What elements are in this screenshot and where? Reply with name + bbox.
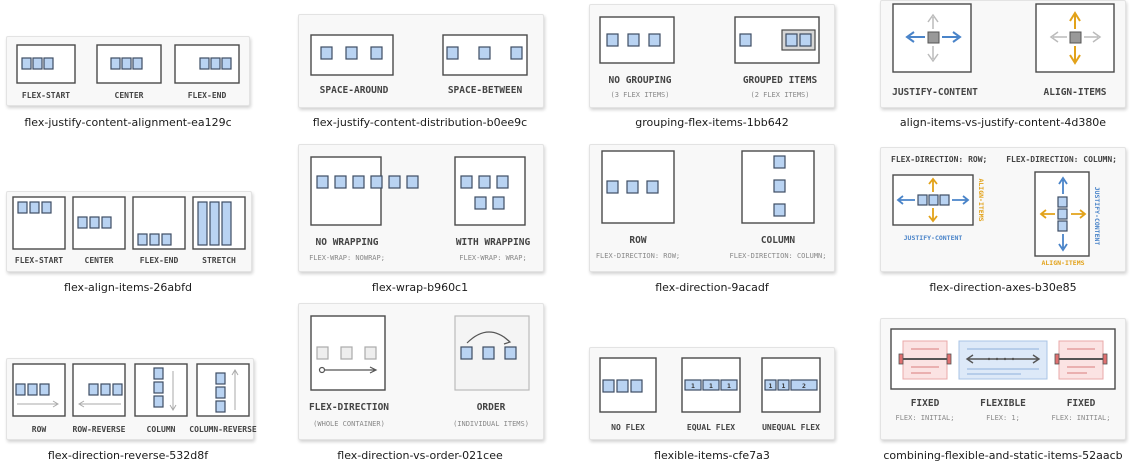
- thumbnail-image[interactable]: FLEX-START CENTER FLEX-END STRETCH: [6, 191, 252, 272]
- diagram: NO GROUPING GROUPED ITEMS (3 FLEX ITEMS)…: [599, 16, 820, 99]
- diagram: SPACE-AROUND SPACE-BETWEEN: [310, 34, 528, 96]
- label: ALIGN-ITEMS: [1044, 87, 1107, 98]
- label: NO FLEX: [611, 423, 645, 432]
- label: FLEX-DIRECTION: ROW;: [891, 155, 987, 164]
- label: EQUAL FLEX: [687, 423, 735, 432]
- thumbnail-caption: grouping-flex-items-1bb642: [635, 116, 789, 129]
- thumbnail-caption: flex-direction-axes-b30e85: [929, 281, 1077, 294]
- sublabel: (INDIVIDUAL ITEMS): [453, 420, 529, 428]
- thumbnail-caption: flex-wrap-b960c1: [371, 281, 469, 294]
- diagram: JUSTIFY-CONTENT ALIGN-ITEMS: [892, 3, 1115, 98]
- diagram: ROW COLUMN FLEX-DIRECTION: ROW; FLEX-DIR…: [596, 150, 827, 260]
- thumbnail-caption: flex-justify-content-distribution-b0ee9c: [312, 116, 528, 129]
- label: COLUMN-REVERSE: [189, 425, 257, 434]
- thumbnail-caption: flex-align-items-26abfd: [64, 281, 192, 294]
- diagram: FLEX-START CENTER FLEX-END: [16, 44, 240, 100]
- diagram: FIXED FLEXIBLE FIXED FLEX: INITIAL; FLEX…: [890, 328, 1116, 422]
- label: FLEX-START: [15, 256, 63, 265]
- sublabel: FLEX: 1;: [986, 414, 1020, 422]
- item-number: 1: [691, 382, 695, 390]
- thumbnail-image[interactable]: ROW ROW-REVERSE COLUMN COLUMN-REVERSE: [6, 358, 257, 440]
- label: JUSTIFY-CONTENT: [892, 87, 978, 98]
- axis-label: JUSTIFY-CONTENT: [904, 234, 963, 242]
- label: FIXED: [1067, 398, 1096, 409]
- thumbnail-image[interactable]: FLEX-START CENTER FLEX-END: [6, 36, 250, 106]
- axis-label: ALIGN-ITEMS: [1041, 259, 1084, 267]
- label: NO WRAPPING: [316, 237, 379, 248]
- thumbnail-image[interactable]: SPACE-AROUND SPACE-BETWEEN: [298, 14, 544, 108]
- label: CENTER: [115, 91, 144, 100]
- label: COLUMN: [147, 425, 176, 434]
- thumbnail-image[interactable]: NO WRAPPING WITH WRAPPING FLEX-WRAP: NOW…: [298, 144, 544, 272]
- label: ORDER: [477, 402, 506, 413]
- thumbnail-caption: flex-direction-9acadf: [655, 281, 769, 294]
- label: COLUMN: [761, 235, 796, 246]
- label: SPACE-AROUND: [320, 85, 389, 96]
- sublabel: (3 FLEX ITEMS): [610, 91, 669, 99]
- axis-label: JUSTIFY-CONTENT: [1093, 187, 1101, 246]
- sublabel: FLEX-WRAP: WRAP;: [459, 254, 526, 262]
- sublabel: FLEX-DIRECTION: ROW;: [596, 252, 680, 260]
- thumbnail-image[interactable]: 1 1 1 1 1 2 NO FLEX EQUAL FLEX UNEQUAL F…: [589, 347, 835, 440]
- thumbnail-caption: flex-justify-content-alignment-ea129c: [24, 116, 232, 129]
- thumbnail-caption: combining-flexible-and-static-items-52aa…: [883, 449, 1123, 462]
- diagram: FLEX-DIRECTION: ROW; FLEX-DIRECTION: COL…: [891, 155, 1117, 267]
- axis-label: ALIGN-ITEMS: [977, 178, 985, 221]
- item-number: 1: [769, 382, 773, 390]
- label: NO GROUPING: [609, 75, 672, 86]
- thumbnail-image[interactable]: ROW COLUMN FLEX-DIRECTION: ROW; FLEX-DIR…: [589, 144, 835, 272]
- diagram: 1 1 1 1 1 2 NO FLEX EQUAL FLEX UNEQUAL F…: [599, 357, 821, 432]
- label: ROW: [629, 235, 646, 246]
- item-number: 1: [727, 382, 731, 390]
- diagram: ROW ROW-REVERSE COLUMN COLUMN-REVERSE: [12, 363, 257, 434]
- item-number: 1: [782, 382, 786, 390]
- thumbnail-image[interactable]: FIXED FLEXIBLE FIXED FLEX: INITIAL; FLEX…: [880, 318, 1126, 440]
- sublabel: FLEX: INITIAL;: [1051, 414, 1110, 422]
- sublabel: (WHOLE CONTAINER): [313, 420, 385, 428]
- label: GROUPED ITEMS: [743, 75, 818, 86]
- label: FLEX-DIRECTION: COLUMN;: [1006, 155, 1117, 164]
- thumbnail-image[interactable]: FLEX-DIRECTION ORDER (WHOLE CONTAINER) (…: [298, 303, 544, 440]
- thumbnail-image[interactable]: NO GROUPING GROUPED ITEMS (3 FLEX ITEMS)…: [589, 4, 835, 108]
- diagram: FLEX-DIRECTION ORDER (WHOLE CONTAINER) (…: [309, 315, 530, 428]
- label: UNEQUAL FLEX: [762, 423, 820, 432]
- label: FLEX-DIRECTION: [309, 402, 389, 413]
- item-number: 2: [802, 382, 806, 390]
- thumbnail-caption: flex-direction-vs-order-021cee: [337, 449, 503, 462]
- label: WITH WRAPPING: [456, 237, 531, 248]
- label: ROW-REVERSE: [73, 425, 126, 434]
- label: FLEX-START: [22, 91, 70, 100]
- sublabel: FLEX: INITIAL;: [895, 414, 954, 422]
- sublabel: (2 FLEX ITEMS): [750, 91, 809, 99]
- sublabel: FLEX-DIRECTION: COLUMN;: [730, 252, 827, 260]
- diagram: FLEX-START CENTER FLEX-END STRETCH: [12, 196, 246, 265]
- label: FLEX-END: [140, 256, 179, 265]
- label: ROW: [32, 425, 47, 434]
- label: SPACE-BETWEEN: [448, 85, 523, 96]
- thumbnail-caption: align-items-vs-justify-content-4d380e: [899, 116, 1107, 129]
- thumbnail-image[interactable]: FLEX-DIRECTION: ROW; FLEX-DIRECTION: COL…: [880, 147, 1126, 272]
- label: FLEXIBLE: [980, 398, 1026, 409]
- sublabel: FLEX-WRAP: NOWRAP;: [309, 254, 385, 262]
- label: STRETCH: [202, 256, 236, 265]
- item-number: 1: [709, 382, 713, 390]
- label: CENTER: [85, 256, 114, 265]
- thumbnail-caption: flexible-items-cfe7a3: [654, 449, 770, 462]
- thumbnail-caption: flex-direction-reverse-532d8f: [47, 449, 209, 462]
- label: FLEX-END: [188, 91, 227, 100]
- diagram: NO WRAPPING WITH WRAPPING FLEX-WRAP: NOW…: [309, 156, 531, 262]
- label: FIXED: [911, 398, 940, 409]
- thumbnail-image[interactable]: JUSTIFY-CONTENT ALIGN-ITEMS: [880, 0, 1126, 108]
